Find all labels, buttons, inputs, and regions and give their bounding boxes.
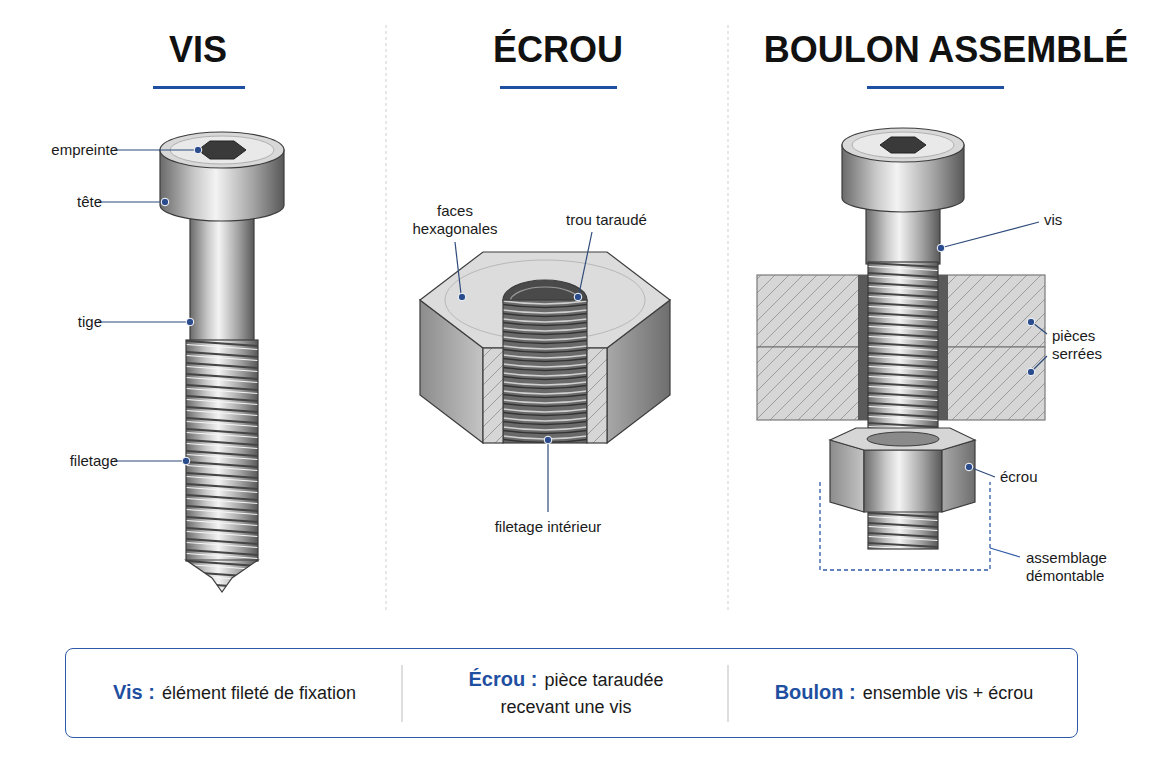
nut-section [483,348,503,443]
leader-line [455,242,461,294]
part-label: tige [10,313,102,331]
heading-underline [153,86,245,89]
leader-dot [458,293,466,301]
screw-thread [186,340,258,561]
bolt-head-top [842,128,964,162]
cell-divider [728,665,729,722]
nut-face [942,440,975,512]
term-label: Boulon : [775,681,856,703]
internal-thread [503,300,587,443]
leader-line [972,468,995,477]
leader-line [579,232,592,294]
leader-dot [182,457,190,465]
definition-text: Boulon : ensemble vis + écrou [775,679,1034,707]
panel-heading: ÉCROU [408,28,708,72]
leader-dot [161,198,169,206]
leader-line [547,443,548,512]
leader-line [98,321,187,322]
nut-drawing [420,252,670,443]
hex-socket [198,141,246,159]
nut-face [864,450,942,512]
part-label: tête [10,193,102,211]
part-label: filetage intérieur [458,518,638,536]
panel-divider [728,25,729,612]
leader-dot [937,244,945,252]
panel-divider [386,25,387,612]
leader-line [1033,323,1047,334]
leader-dots [161,146,1035,471]
leader-dot [194,146,202,154]
part-label: trou taraudé [566,211,696,229]
nut-top-face [830,428,975,450]
panel-heading: BOULON ASSEMBLÉ [742,28,1150,72]
definition-cell: Écrou :pièce taraudée recevant une vis [403,649,729,737]
term-label: Vis : [113,681,155,703]
nut-bore [867,432,939,446]
leader-line [1033,356,1047,370]
definition-cell: Vis : élément fileté de fixation [66,649,403,737]
cell-divider [402,665,403,722]
definition-body: ensemble vis + écrou [863,683,1034,703]
term-label: Écrou : [469,668,538,690]
leader-line [98,201,163,202]
screw-tip [186,560,258,592]
leader-line [114,149,195,150]
hex-socket [880,137,926,153]
leader-lines [98,150,1047,512]
leader-dot [1027,318,1035,326]
part-label: assemblage démontable [1026,549,1128,585]
definition-cell: Boulon : ensemble vis + écrou [729,649,1079,737]
part-label: faces hexagonales [407,202,503,238]
part-label: vis [1044,211,1104,229]
nut-face [830,440,864,512]
assembly-bracket [820,482,990,570]
panel-heading: VIS [48,28,348,72]
screw-shank [190,208,254,342]
leader-dot [1027,368,1035,376]
nut-section [587,348,607,443]
screw-drawing [160,132,284,592]
heading-underline [500,86,617,89]
bolt-head-chamfer [852,132,954,158]
part-label: pièces serrées [1052,327,1134,363]
leader-line [944,222,1039,247]
leader-dot [186,318,194,326]
part-label: empreinte [10,141,118,159]
leader-dot [574,293,582,301]
definition-text: Vis : élément fileté de fixation [113,679,356,707]
bolt-drawing [757,128,1045,570]
leader-line [114,460,183,461]
part-label: filetage [10,452,118,470]
definition-panel: Vis : élément fileté de fixation Écrou :pi… [65,648,1078,738]
heading-underline [867,86,1004,89]
definition-text: Écrou :pièce taraudée recevant une vis [455,666,677,721]
leader-dot [965,463,973,471]
part-label: écrou [1000,468,1080,486]
leader-dot [544,436,552,444]
leader-line [990,548,1020,557]
definition-body: élément fileté de fixation [162,683,356,703]
